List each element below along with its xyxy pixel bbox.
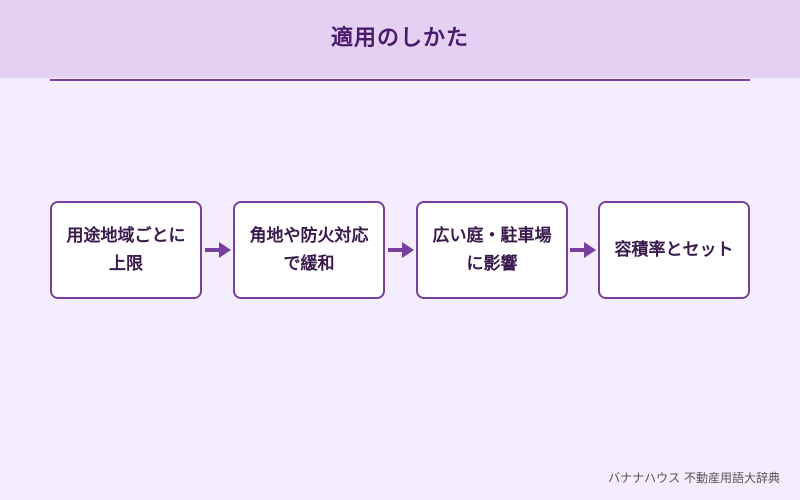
arrow-right-icon [388,242,414,258]
step-label-2: 角地や防火対応で緩和 [249,226,369,274]
step-label-3: 広い庭・駐車場に影響 [432,226,552,274]
header-band [0,0,800,78]
arrow-right-icon [570,242,596,258]
step-box-3: 広い庭・駐車場に影響 [416,201,568,299]
step-label-4: 容積率とセット [614,240,734,260]
step-label-1: 用途地域ごとに上限 [66,226,186,274]
title-divider [50,79,750,81]
footer-credit: バナナハウス 不動産用語大辞典 [608,471,780,485]
arrow-right-icon [205,242,231,258]
step-box-4: 容積率とセット [598,201,750,299]
page-title: 適用のしかた [330,26,469,51]
step-box-1: 用途地域ごとに上限 [50,201,202,299]
step-box-2: 角地や防火対応で緩和 [233,201,385,299]
